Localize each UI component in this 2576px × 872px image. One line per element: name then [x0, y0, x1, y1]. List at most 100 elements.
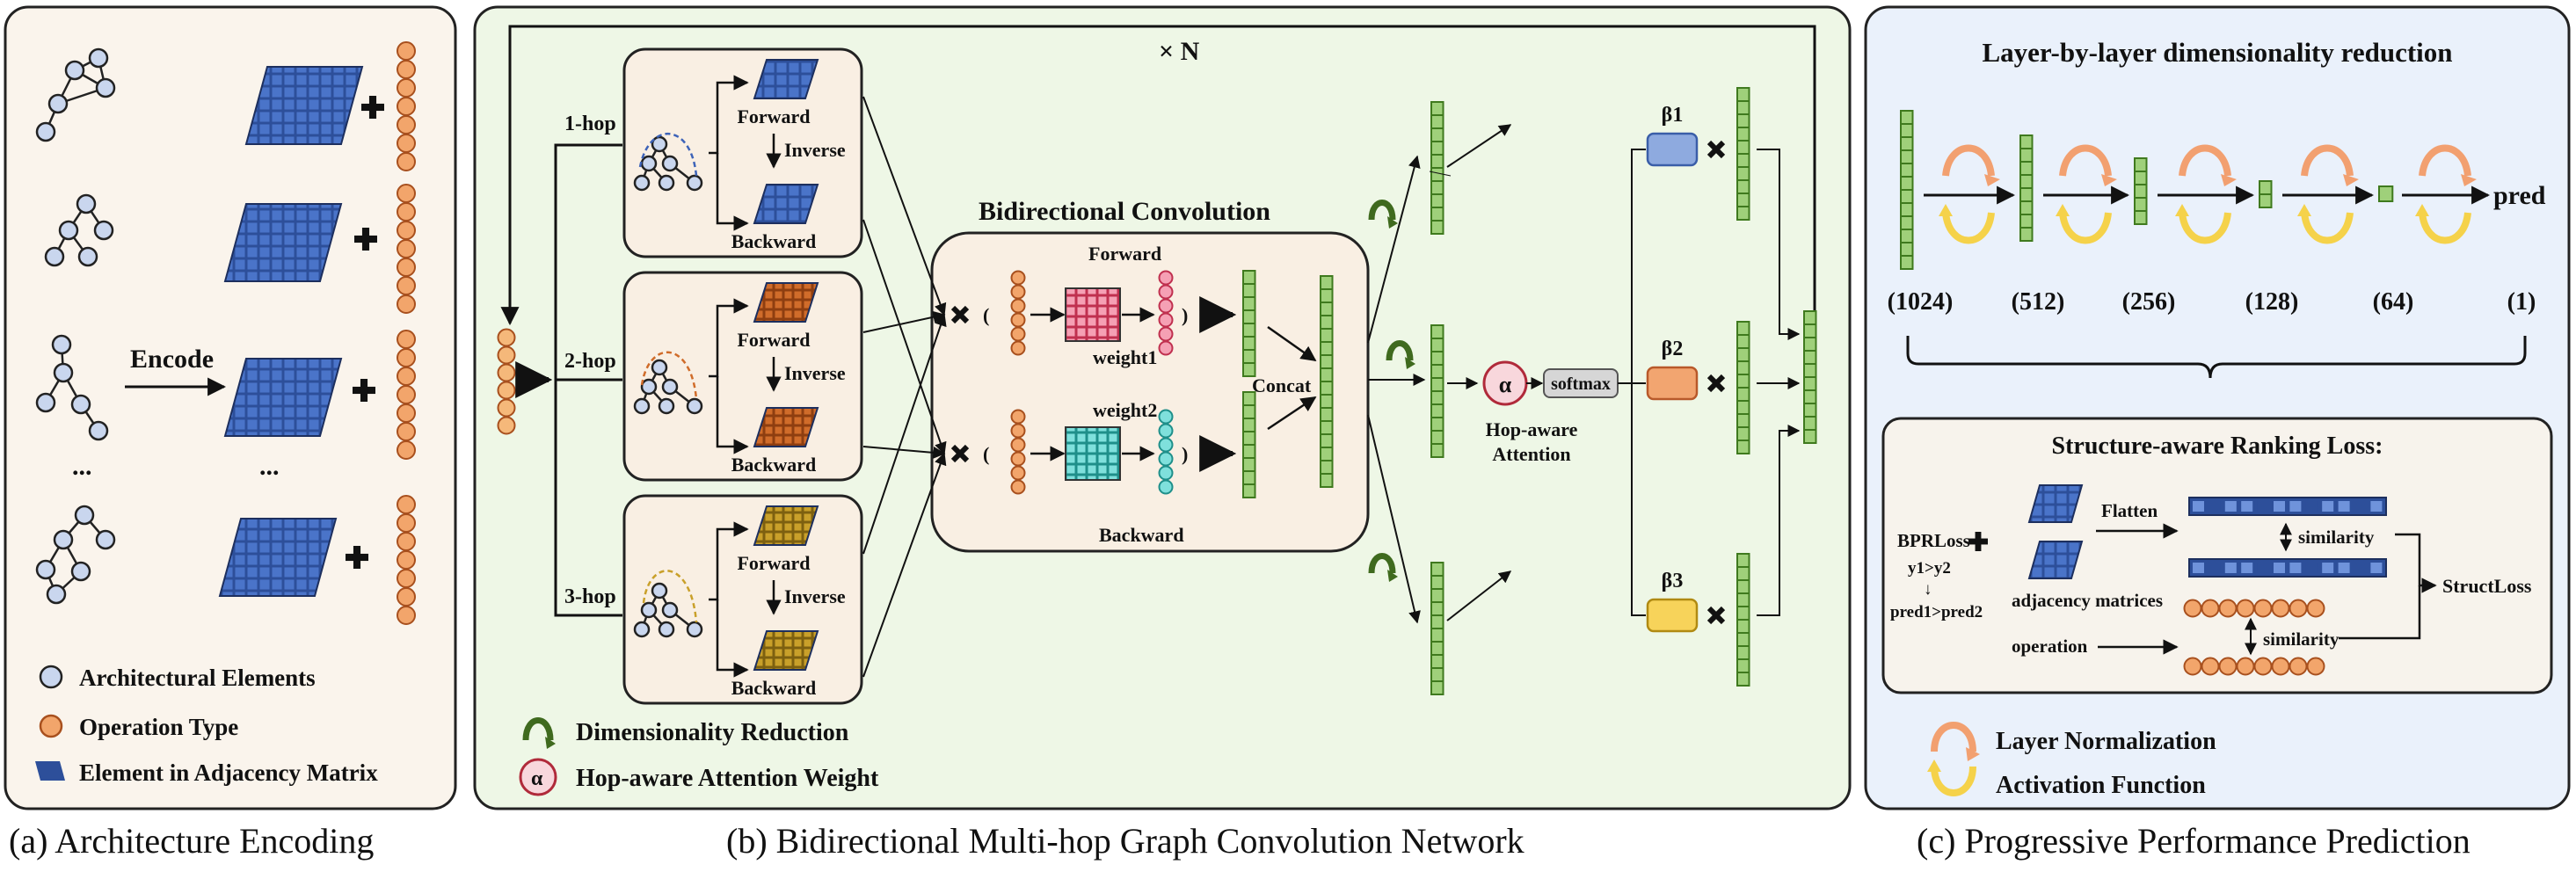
branch-3hop	[554, 380, 622, 617]
vector-cell	[1736, 140, 1750, 155]
order-down-arrow: ↓	[1924, 580, 1932, 599]
vector-cell	[1803, 403, 1817, 418]
beta-box-3	[1646, 598, 1699, 633]
operation-vector-1	[397, 41, 416, 171]
loss-matrix-1	[2027, 484, 2084, 523]
vector-cell	[1242, 336, 1256, 351]
vector-cell	[1803, 337, 1817, 352]
vector-cell	[1430, 430, 1444, 445]
backward-label: Backward	[731, 230, 817, 252]
vector-cell	[1900, 149, 1914, 164]
operation-dot	[2271, 599, 2290, 618]
vector-cell	[1430, 417, 1444, 432]
caption-c: (c) Progressive Performance Prediction	[1917, 821, 2470, 861]
operation-dot	[397, 152, 416, 171]
hop-boxes: ForwardInverseBackwardForwardInverseBack…	[622, 47, 863, 705]
dim-label-1: (1024)	[1888, 288, 1954, 316]
graph-icons	[35, 47, 116, 605]
flat-cell	[2241, 563, 2253, 573]
vector-cell	[1242, 444, 1256, 459]
conv-forward-label: Forward	[1088, 243, 1161, 265]
vector-cell	[1320, 302, 1334, 316]
vector-cell	[1320, 473, 1334, 488]
operation-dot	[397, 587, 416, 607]
operation-dot	[497, 381, 516, 400]
layer-norm-icon	[2179, 144, 2231, 177]
concat-label: Concat	[1252, 374, 1312, 396]
operation-dot	[2271, 657, 2290, 676]
forward-label: Forward	[737, 329, 810, 351]
adjacency-matrix-2	[223, 203, 343, 282]
similarity-label-1: similarity	[2298, 527, 2375, 548]
flat-cell	[2289, 501, 2302, 512]
flattened-vector-1	[2188, 497, 2387, 516]
dim-arc	[1368, 553, 1396, 574]
layer-norm-icon	[2059, 144, 2112, 177]
softmax-branch-top	[1631, 149, 1646, 383]
graph-node	[640, 378, 658, 396]
cross-stroke	[1706, 374, 1726, 393]
operation-vector-2	[397, 184, 416, 314]
operation-label: operation	[2012, 636, 2088, 657]
vector-cell	[1736, 672, 1750, 687]
graph-node	[651, 135, 668, 153]
backward-arrow	[716, 600, 749, 678]
vector-cell	[1736, 206, 1750, 221]
ellipsis-matrix: ...	[259, 452, 280, 481]
vector-cell	[1430, 443, 1444, 458]
vector-cell	[1900, 123, 1914, 138]
vector-cell	[1736, 553, 1750, 568]
cross-stroke	[950, 444, 970, 463]
vector-cell	[1242, 270, 1256, 285]
vector-cell	[1803, 416, 1817, 431]
operation-dot	[397, 422, 416, 441]
activation-arrowhead	[2175, 204, 2189, 216]
operation-dot	[397, 115, 416, 134]
op-vector-2	[2183, 657, 2325, 676]
flat-cell	[2193, 501, 2204, 512]
operation-dot	[397, 97, 416, 116]
vector-cell	[1242, 323, 1256, 338]
element-legend-icon	[39, 665, 63, 689]
operation-dot	[1010, 270, 1026, 286]
graph-node	[640, 601, 658, 619]
operation-dot	[497, 363, 516, 382]
vector-cell	[1430, 180, 1444, 195]
sum-arrow-top	[1757, 149, 1801, 340]
vector-cell	[1736, 566, 1750, 581]
flat-cell	[2322, 501, 2334, 512]
softmax-label: softmax	[1551, 374, 1611, 394]
alpha-legend-icon	[519, 758, 557, 796]
vector-cell	[1242, 470, 1256, 485]
backward-matrix	[753, 407, 819, 447]
out-arrow-3	[1367, 414, 1421, 624]
graph-icon-3	[35, 334, 109, 441]
vector-cell	[1736, 87, 1750, 102]
operation-dot	[2218, 657, 2238, 676]
graph-node	[76, 193, 97, 214]
layer-norm-arrowhead	[2221, 174, 2237, 186]
hop-label-1: 1-hop	[564, 113, 616, 135]
dim-label-2: (512)	[2012, 288, 2065, 316]
operation-dot	[2201, 657, 2220, 676]
operation-dot	[2306, 657, 2325, 676]
flat-cell	[2338, 563, 2350, 573]
dim-label-4: (128)	[2245, 288, 2299, 316]
dim-reduction-legend-icon	[522, 717, 556, 749]
graph-icon-2	[44, 193, 114, 267]
vector-cell	[1430, 390, 1444, 405]
hop-label-2: 2-hop	[564, 350, 616, 373]
backward-arrow	[716, 153, 749, 231]
graph-node	[651, 582, 668, 600]
vector-cell	[1320, 407, 1334, 422]
graph-node	[58, 220, 79, 241]
operation-vector-3	[397, 330, 416, 460]
struct-loss-label: StructLoss	[2442, 575, 2532, 597]
plus-icons	[346, 96, 384, 569]
graph-node	[35, 392, 56, 413]
weighted-vector-2	[1736, 321, 1750, 454]
layer-norm-icon	[2419, 144, 2471, 177]
vector-cell	[1736, 374, 1750, 389]
activation-legend-icon	[1927, 759, 1976, 796]
flat-cell	[2224, 563, 2237, 573]
